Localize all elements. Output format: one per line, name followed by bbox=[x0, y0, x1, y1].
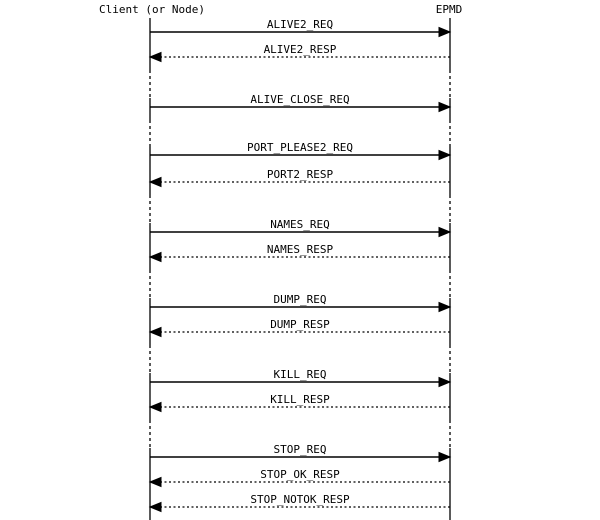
actor-label-epmd: EPMD bbox=[436, 3, 463, 16]
actor-label-client: Client (or Node) bbox=[99, 3, 205, 16]
message-label: STOP_REQ bbox=[274, 443, 327, 456]
message-label: ALIVE2_RESP bbox=[264, 43, 337, 56]
message-label: STOP_OK_RESP bbox=[260, 468, 340, 481]
arrowhead-icon bbox=[438, 149, 452, 161]
message-label: PORT_PLEASE2_REQ bbox=[247, 141, 353, 154]
message-label: PORT2_RESP bbox=[267, 168, 334, 181]
arrowhead-icon bbox=[148, 251, 162, 263]
arrowhead-icon bbox=[148, 476, 162, 488]
arrowhead-icon bbox=[148, 501, 162, 513]
message-label: ALIVE2_REQ bbox=[267, 18, 333, 31]
arrowhead-icon bbox=[438, 226, 452, 238]
arrowhead-icon bbox=[148, 51, 162, 63]
arrowhead-icon bbox=[148, 326, 162, 338]
message-label: NAMES_REQ bbox=[270, 218, 330, 231]
arrowhead-icon bbox=[148, 401, 162, 413]
arrowhead-icon bbox=[438, 451, 452, 463]
arrowhead-icon bbox=[438, 26, 452, 38]
message-label: NAMES_RESP bbox=[267, 243, 334, 256]
message-label: DUMP_REQ bbox=[274, 293, 327, 306]
arrowhead-icon bbox=[438, 376, 452, 388]
message-label: KILL_REQ bbox=[274, 368, 327, 381]
message-label: DUMP_RESP bbox=[270, 318, 330, 331]
message-label: STOP_NOTOK_RESP bbox=[250, 493, 350, 506]
arrowhead-icon bbox=[148, 176, 162, 188]
message-label: ALIVE_CLOSE_REQ bbox=[250, 93, 349, 106]
message-label: KILL_RESP bbox=[270, 393, 330, 406]
arrowhead-icon bbox=[438, 301, 452, 313]
arrowhead-icon bbox=[438, 101, 452, 113]
